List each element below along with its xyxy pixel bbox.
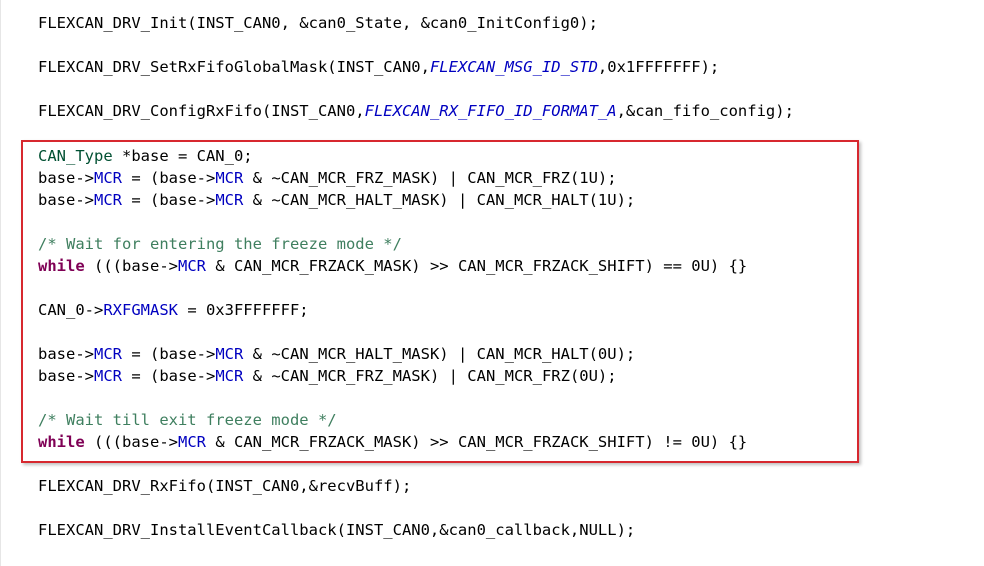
code-line: base->MCR = (base->MCR & ~CAN_MCR_HALT_M… (38, 343, 635, 365)
code-token-field: MCR (178, 257, 206, 275)
code-line: FLEXCAN_DRV_RxFifo(INST_CAN0,&recvBuff); (38, 475, 411, 497)
code-line: /* Wait till exit freeze mode */ (38, 409, 337, 431)
code-line: base->MCR = (base->MCR & ~CAN_MCR_FRZ_MA… (38, 365, 617, 387)
code-line: while (((base->MCR & CAN_MCR_FRZACK_MASK… (38, 431, 747, 453)
code-token-field: MCR (178, 433, 206, 451)
code-token-plain: *base = CAN_0; (112, 147, 253, 165)
code-token-field: MCR (94, 367, 122, 385)
code-token-plain: base-> (38, 191, 94, 209)
code-token-plain: = 0x3FFFFFFF; (177, 301, 309, 319)
code-token-plain: = (base-> (122, 191, 216, 209)
code-token-plain: & ~CAN_MCR_HALT_MASK) | CAN_MCR_HALT(1U)… (243, 191, 636, 209)
code-token-plain: ,&can_fifo_config); (616, 102, 794, 120)
code-token-plain: (((base-> (84, 433, 178, 451)
code-token-field: MCR (215, 367, 244, 385)
code-token-plain: (((base-> (84, 257, 178, 275)
code-token-field: MCR (94, 191, 122, 209)
code-token-keyword: while (38, 433, 85, 451)
code-line: CAN_0->RXFGMASK = 0x3FFFFFFF; (38, 299, 309, 321)
code-line: FLEXCAN_DRV_ConfigRxFifo(INST_CAN0,FLEXC… (38, 100, 794, 122)
code-token-plain: FLEXCAN_DRV_RxFifo(INST_CAN0,&recvBuff); (38, 477, 412, 495)
code-token-plain: & ~CAN_MCR_HALT_MASK) | CAN_MCR_HALT(0U)… (243, 345, 636, 363)
code-token-field: MCR (94, 345, 122, 363)
code-token-field: MCR (94, 169, 122, 187)
code-token-plain: ,0x1FFFFFFF); (597, 58, 720, 76)
code-line: FLEXCAN_DRV_SetRxFifoGlobalMask(INST_CAN… (38, 56, 719, 78)
code-token-plain: base-> (38, 169, 94, 187)
code-token-plain: base-> (38, 345, 94, 363)
code-token-comment: /* Wait for entering the freeze mode */ (38, 235, 402, 253)
code-token-field: MCR (215, 345, 244, 363)
code-token-plain: & CAN_MCR_FRZACK_MASK) >> CAN_MCR_FRZACK… (206, 433, 748, 451)
code-line: FLEXCAN_DRV_InstallEventCallback(INST_CA… (38, 519, 635, 541)
code-token-plain: base-> (38, 367, 94, 385)
code-token-enum: FLEXCAN_RX_FIFO_ID_FORMAT_A (364, 102, 617, 120)
code-token-plain: FLEXCAN_DRV_ConfigRxFifo(INST_CAN0, (38, 102, 365, 120)
code-token-field: MCR (215, 169, 244, 187)
code-token-enum: FLEXCAN_MSG_ID_STD (429, 58, 598, 76)
code-token-plain: CAN_0-> (38, 301, 104, 319)
code-token-plain: = (base-> (122, 345, 216, 363)
code-token-plain: FLEXCAN_DRV_InstallEventCallback(INST_CA… (38, 521, 636, 539)
code-line: /* Wait for entering the freeze mode */ (38, 233, 402, 255)
code-token-plain: = (base-> (122, 367, 216, 385)
code-token-plain: = (base-> (122, 169, 216, 187)
code-token-plain: FLEXCAN_DRV_SetRxFifoGlobalMask(INST_CAN… (38, 58, 430, 76)
code-line: base->MCR = (base->MCR & ~CAN_MCR_FRZ_MA… (38, 167, 617, 189)
code-token-type: CAN_Type (38, 147, 113, 165)
code-token-field: MCR (215, 191, 244, 209)
code-line: base->MCR = (base->MCR & ~CAN_MCR_HALT_M… (38, 189, 635, 211)
code-token-plain: FLEXCAN_DRV_Init(INST_CAN0, &can0_State,… (38, 14, 598, 32)
code-token-field: RXFGMASK (103, 301, 178, 319)
code-line: FLEXCAN_DRV_Init(INST_CAN0, &can0_State,… (38, 12, 598, 34)
code-token-comment: /* Wait till exit freeze mode */ (38, 411, 337, 429)
code-token-plain: & ~CAN_MCR_FRZ_MASK) | CAN_MCR_FRZ(1U); (243, 169, 617, 187)
code-token-plain: & CAN_MCR_FRZACK_MASK) >> CAN_MCR_FRZACK… (206, 257, 748, 275)
code-line: CAN_Type *base = CAN_0; (38, 145, 253, 167)
code-line: while (((base->MCR & CAN_MCR_FRZACK_MASK… (38, 255, 747, 277)
code-token-plain: & ~CAN_MCR_FRZ_MASK) | CAN_MCR_FRZ(0U); (243, 367, 617, 385)
code-token-keyword: while (38, 257, 85, 275)
